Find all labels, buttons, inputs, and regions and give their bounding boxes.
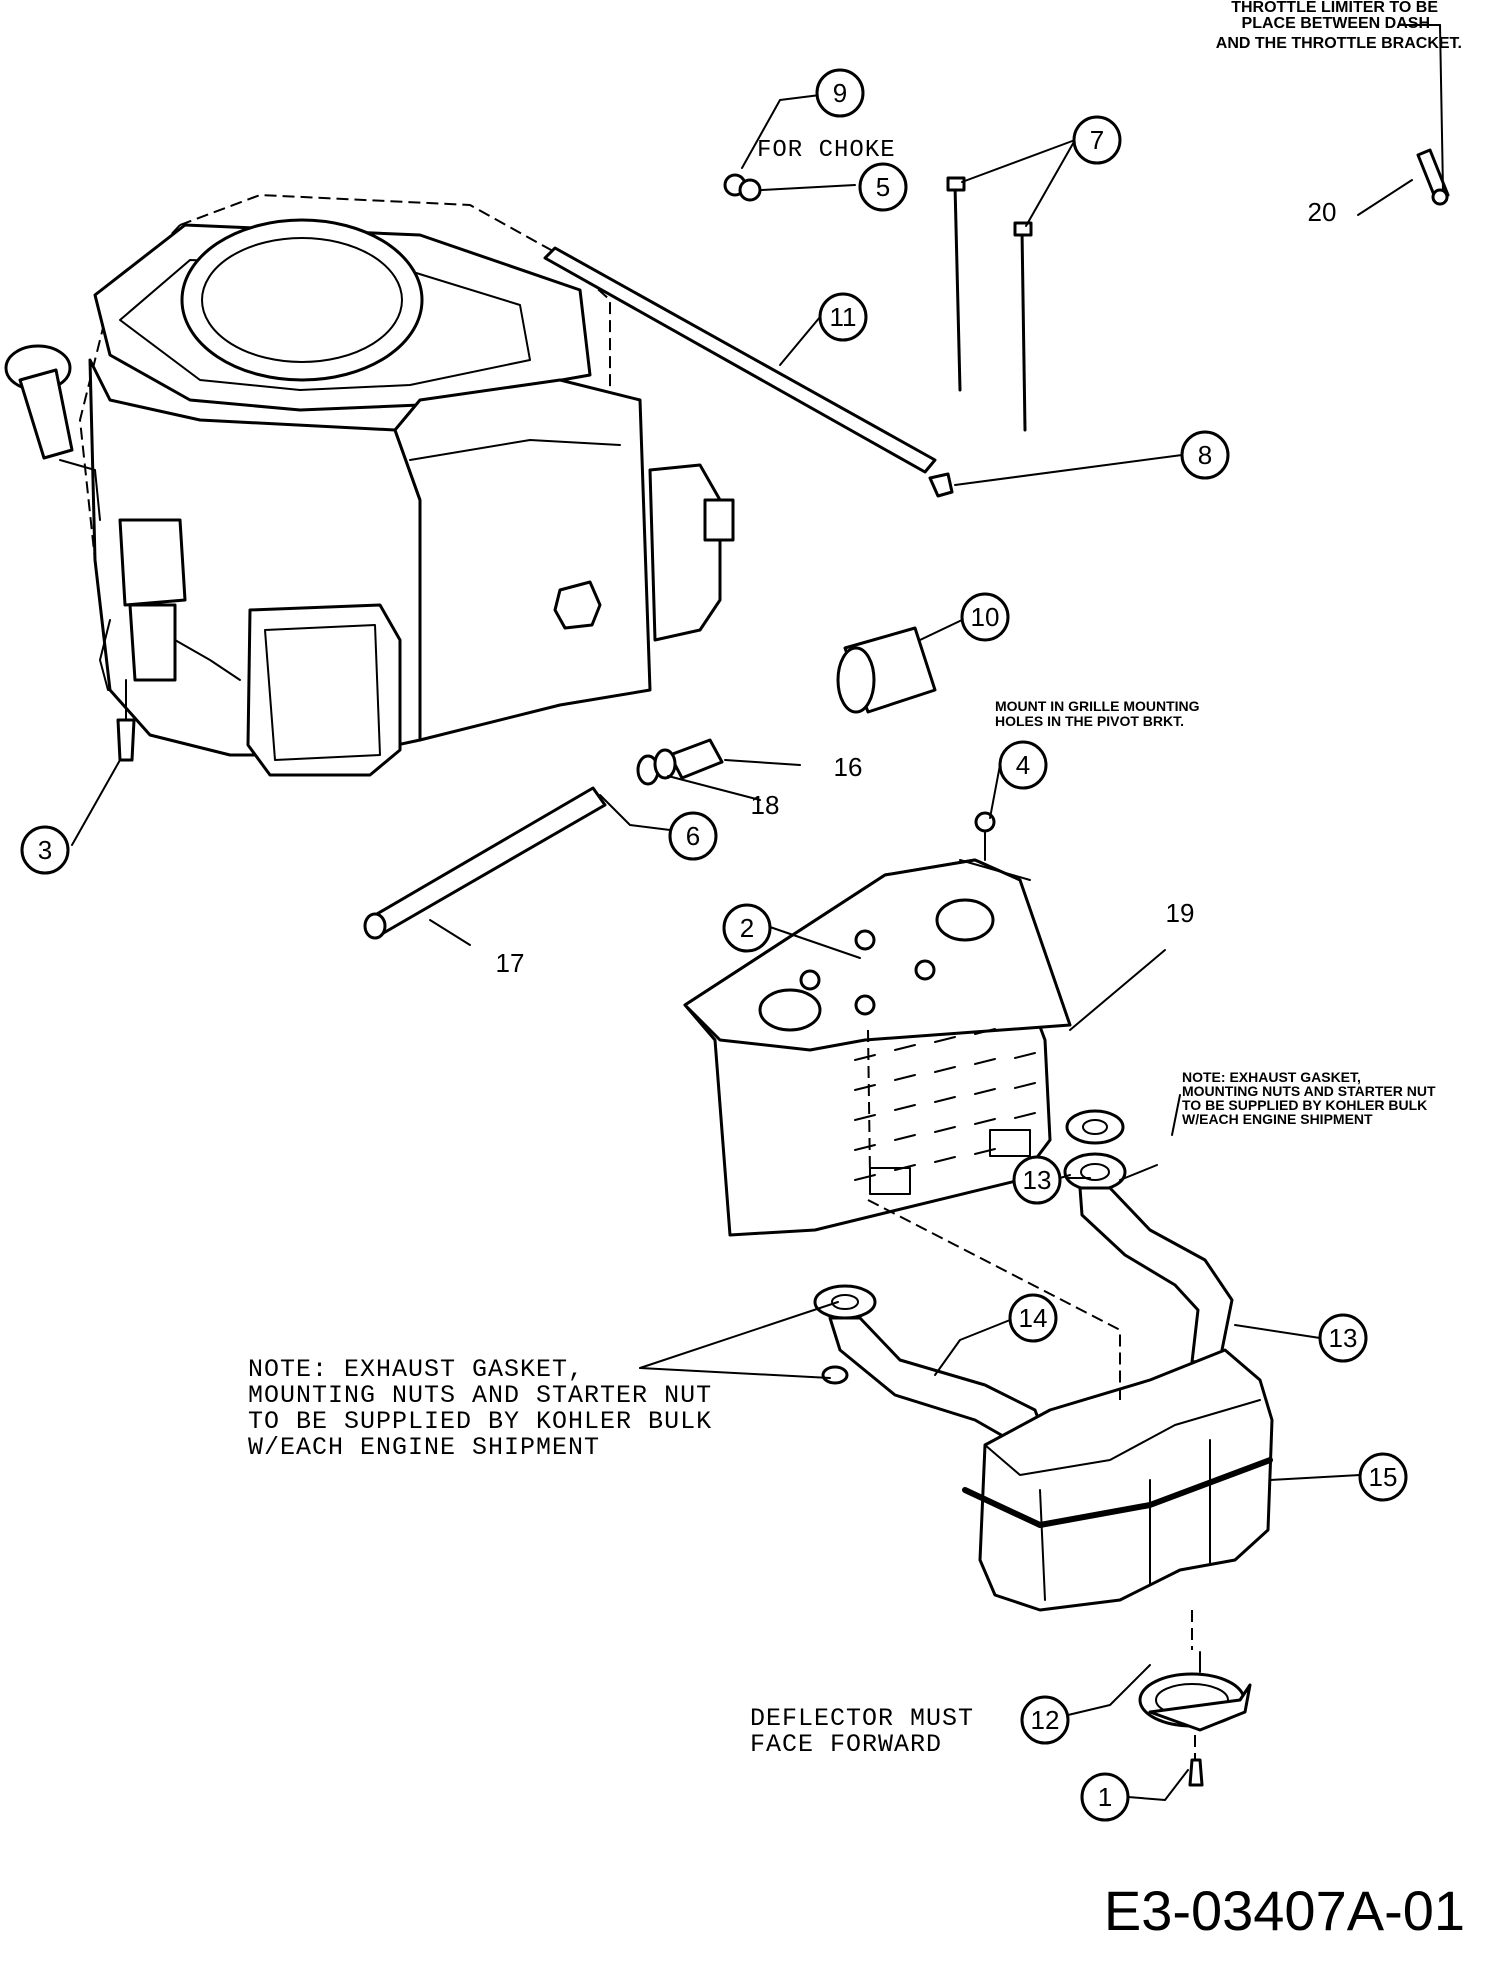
callout-7: 7 [1072,115,1122,165]
svg-text:13: 13 [1329,1323,1358,1353]
callout-13-upper: 13 [1012,1155,1062,1205]
hose-clamp-8 [928,472,954,498]
note-deflector: DEFLECTOR MUST FACE FORWARD [750,1704,974,1759]
svg-text:10: 10 [971,602,1000,632]
fuel-hose-11 [543,246,937,474]
exhaust-pipe-13 [1063,1152,1234,1364]
callout-12: 12 [1020,1695,1070,1745]
svg-text:NOTE: EXHAUST GASKET,: NOTE: EXHAUST GASKET, [248,1355,584,1384]
hose-17-6 [363,786,607,940]
fuel-filter-10 [836,626,937,714]
note-exhaust-gasket-left: NOTE: EXHAUST GASKET, MOUNTING NUTS AND … [248,1355,712,1462]
svg-text:MOUNTING NUTS AND STARTER NUT: MOUNTING NUTS AND STARTER NUT [1182,1083,1436,1099]
assembly-lines [867,1029,1196,1760]
diagram-id: E3-03407A-01 [1104,1879,1465,1942]
label-19: 19 [1166,898,1195,928]
note-throttle-limiter: THROTTLE LIMITER TO BE PLACE BETWEEN DAS… [1216,0,1462,52]
choke-nut-part [723,173,762,202]
svg-text:NOTE: EXHAUST GASKET,: NOTE: EXHAUST GASKET, [1182,1069,1361,1085]
callout-3: 3 [20,825,70,875]
callout-4: 4 [998,740,1048,790]
fuel-fittings-16-18 [636,738,724,786]
svg-text:7: 7 [1090,125,1104,155]
svg-text:W/EACH ENGINE SHIPMENT: W/EACH ENGINE SHIPMENT [248,1433,600,1462]
svg-text:THROTTLE LIMITER TO BE: THROTTLE LIMITER TO BE [1231,0,1438,16]
throttle-limiter-20 [1416,148,1450,206]
svg-text:9: 9 [833,78,847,108]
screw-1 [1188,1758,1204,1787]
label-18: 18 [751,790,780,820]
cable-ties [946,176,1033,432]
callout-11: 11 [818,292,868,342]
callout-6: 6 [668,811,718,861]
heat-shield-19 [683,811,1072,1237]
exhaust-gasket-top [1065,1109,1125,1145]
muffler-15 [962,1348,1274,1612]
svg-text:PLACE BETWEEN DASH: PLACE BETWEEN DASH [1242,15,1430,32]
callout-8: 8 [1180,430,1230,480]
svg-text:13: 13 [1023,1165,1052,1195]
callout-10: 10 [960,592,1010,642]
svg-text:8: 8 [1198,440,1212,470]
callout-15: 15 [1358,1452,1408,1502]
label-20: 20 [1308,197,1337,227]
callout-9: 9 [815,68,865,118]
note-grille-mount: MOUNT IN GRILLE MOUNTING HOLES IN THE PI… [995,698,1200,729]
callout-5: 5 [858,162,908,212]
engine-assembly [4,193,735,777]
label-16: 16 [834,752,863,782]
label-17: 17 [496,948,525,978]
note-exhaust-gasket-right: NOTE: EXHAUST GASKET, MOUNTING NUTS AND … [1182,1069,1436,1127]
note-for-choke: FOR CHOKE [757,137,896,164]
svg-text:HOLES IN THE PIVOT BRKT.: HOLES IN THE PIVOT BRKT. [995,713,1184,729]
callout-2: 2 [722,903,772,953]
svg-text:TO BE SUPPLIED BY KOHLER BULK: TO BE SUPPLIED BY KOHLER BULK [1182,1097,1427,1113]
callout-1: 1 [1080,1772,1130,1822]
leader-lines [71,24,1444,1801]
callout-14: 14 [1008,1293,1058,1343]
svg-text:3: 3 [38,835,52,865]
deflector-12 [1138,1651,1252,1732]
svg-text:2: 2 [740,913,754,943]
svg-text:DEFLECTOR MUST: DEFLECTOR MUST [750,1704,974,1733]
callout-13-lower: 13 [1318,1313,1368,1363]
svg-text:MOUNT IN GRILLE MOUNTING: MOUNT IN GRILLE MOUNTING [995,698,1200,714]
svg-text:AND THE THROTTLE BRACKET.: AND THE THROTTLE BRACKET. [1216,35,1462,52]
svg-text:MOUNTING NUTS AND STARTER NUT: MOUNTING NUTS AND STARTER NUT [248,1381,712,1410]
svg-text:FACE FORWARD: FACE FORWARD [750,1730,942,1759]
svg-text:12: 12 [1031,1705,1060,1735]
svg-text:11: 11 [830,302,857,332]
svg-text:14: 14 [1019,1303,1048,1333]
svg-text:W/EACH ENGINE SHIPMENT: W/EACH ENGINE SHIPMENT [1182,1111,1373,1127]
svg-text:15: 15 [1369,1462,1398,1492]
svg-text:5: 5 [876,172,890,202]
svg-text:1: 1 [1098,1782,1112,1812]
svg-text:6: 6 [686,821,700,851]
svg-text:TO BE SUPPLIED BY KOHLER BULK: TO BE SUPPLIED BY KOHLER BULK [248,1407,712,1436]
svg-text:4: 4 [1016,750,1030,780]
